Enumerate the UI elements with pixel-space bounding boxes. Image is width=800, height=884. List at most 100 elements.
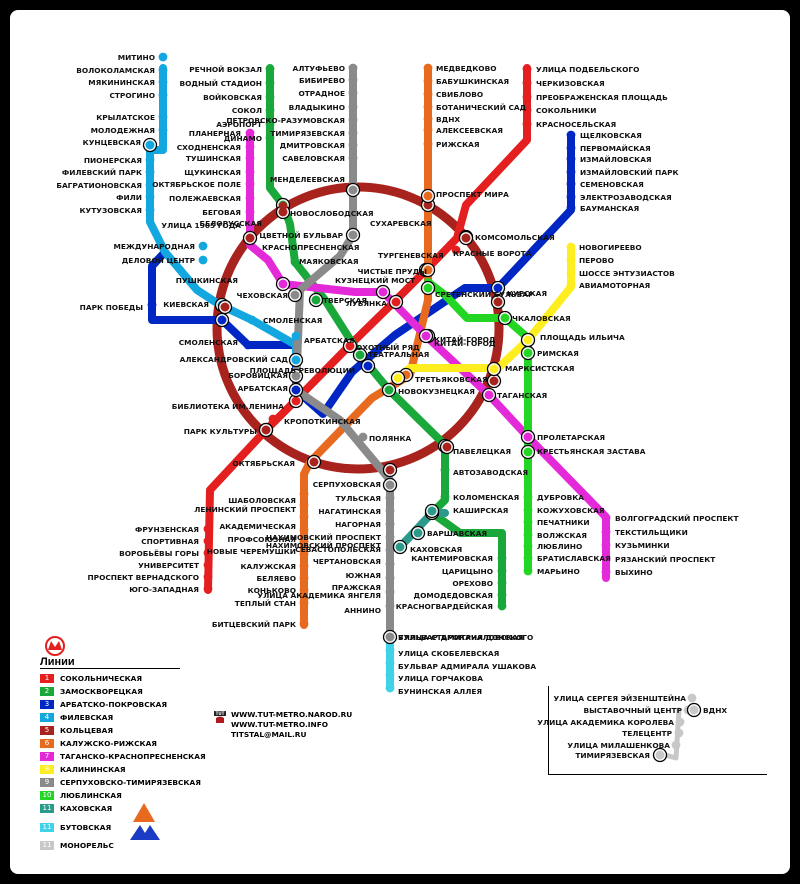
station-dot[interactable] bbox=[423, 251, 433, 261]
station-dot[interactable] bbox=[245, 207, 255, 217]
station-dot[interactable] bbox=[497, 578, 507, 588]
station-label[interactable]: ПЕЧАТНИКИ bbox=[537, 518, 590, 527]
station-dot[interactable] bbox=[158, 65, 168, 75]
station-label[interactable]: РЕЧНОЙ ВОКЗАЛ bbox=[189, 65, 262, 74]
station-dot[interactable] bbox=[601, 554, 611, 564]
station-label[interactable]: УЛИЦА АКАДЕМИКА ЯНГЕЛЯ bbox=[257, 591, 381, 600]
station-dot[interactable] bbox=[245, 167, 255, 177]
station-label[interactable]: АЭРОПОРТ bbox=[216, 120, 262, 129]
station-dot[interactable] bbox=[145, 167, 155, 177]
station-label[interactable]: КАНТЕМИРОВСКАЯ bbox=[411, 554, 493, 563]
station-dot[interactable] bbox=[385, 587, 395, 597]
station-dot[interactable] bbox=[423, 191, 433, 201]
station-dot[interactable] bbox=[198, 241, 208, 251]
station-dot[interactable] bbox=[291, 396, 301, 406]
station-dot[interactable] bbox=[355, 350, 365, 360]
station-dot[interactable] bbox=[395, 542, 405, 552]
station-dot[interactable] bbox=[348, 88, 358, 98]
station-label[interactable]: ВДНХ bbox=[436, 115, 460, 124]
station-label[interactable]: ПРОЛЕТАРСКАЯ bbox=[537, 433, 605, 442]
station-dot[interactable] bbox=[217, 315, 227, 325]
station-label[interactable]: РИМСКАЯ bbox=[537, 349, 579, 358]
station-label[interactable]: СРЕТЕНСКИЙ БУЛЬВАР bbox=[435, 290, 534, 299]
station-dot[interactable] bbox=[245, 220, 255, 230]
station-label[interactable]: ФИЛИ bbox=[116, 193, 142, 202]
station-label[interactable]: АЛЕКСАНДРОВСКИЙ САД bbox=[180, 355, 289, 364]
station-label[interactable]: ЦАРИЦЫНО bbox=[442, 567, 493, 576]
station-label[interactable]: ЧЕХОВСКАЯ bbox=[236, 291, 288, 300]
station-label[interactable]: БЕЛЯЕВО bbox=[257, 574, 296, 583]
station-dot[interactable] bbox=[299, 525, 309, 535]
station-label[interactable]: ПЛОЩАДЬ РЕВОЛЮЦИИ bbox=[250, 366, 355, 375]
station-dot[interactable] bbox=[566, 203, 576, 213]
station-dot[interactable] bbox=[299, 585, 309, 595]
station-dot[interactable] bbox=[385, 559, 395, 569]
station-dot[interactable] bbox=[385, 480, 395, 490]
station-dot[interactable] bbox=[440, 465, 450, 475]
station-label[interactable]: ТЕПЛЫЙ СТАН bbox=[235, 599, 296, 608]
monorail-station-label[interactable]: УЛИЦА МИЛАШЕНКОВА bbox=[567, 741, 670, 750]
station-label[interactable]: КУНЦЕВСКАЯ bbox=[83, 138, 142, 147]
station-label[interactable]: ЧКАЛОВСКАЯ bbox=[512, 314, 571, 323]
station-label[interactable]: ЛЮБЛИНО bbox=[537, 542, 582, 551]
station-label[interactable]: ВАРШАВСКАЯ bbox=[427, 529, 487, 538]
station-label[interactable]: КАШИРСКАЯ bbox=[453, 506, 509, 515]
station-dot[interactable] bbox=[265, 105, 275, 115]
station-dot[interactable] bbox=[385, 465, 395, 475]
station-label[interactable]: ВОЛЖСКАЯ bbox=[537, 531, 587, 540]
station-label[interactable]: ТЕАТРАЛЬНАЯ bbox=[368, 350, 430, 359]
station-label[interactable]: ДЕЛОВОЙ ЦЕНТР bbox=[122, 256, 196, 265]
station-dot[interactable] bbox=[299, 598, 309, 608]
station-dot[interactable] bbox=[421, 331, 431, 341]
station-dot[interactable] bbox=[522, 78, 532, 88]
station-dot[interactable] bbox=[290, 257, 300, 267]
station-label[interactable]: УЛИЦА СТАРОКАЧАЛОВСКАЯ bbox=[398, 633, 524, 642]
station-label[interactable]: ПРЕОБРАЖЕНСКАЯ ПЛОЩАДЬ bbox=[536, 93, 668, 102]
station-dot[interactable] bbox=[687, 693, 697, 703]
station-dot[interactable] bbox=[203, 524, 213, 534]
station-label[interactable]: БАБУШКИНСКАЯ bbox=[436, 77, 509, 86]
station-label[interactable]: МЯКИНИНСКАЯ bbox=[88, 78, 155, 87]
station-label[interactable]: БИТЦЕВСКИЙ ПАРК bbox=[212, 620, 296, 629]
station-label[interactable]: МАЯКОВСКАЯ bbox=[299, 257, 359, 266]
station-dot[interactable] bbox=[198, 255, 208, 265]
monorail-station-label[interactable]: УЛИЦА СЕРГЕЯ ЭЙЗЕНШТЕЙНА bbox=[554, 694, 687, 703]
station-dot[interactable] bbox=[497, 553, 507, 563]
station-dot[interactable] bbox=[523, 348, 533, 358]
station-label[interactable]: АРБАТСКАЯ bbox=[238, 384, 289, 393]
station-dot[interactable] bbox=[522, 105, 532, 115]
station-dot[interactable] bbox=[523, 566, 533, 576]
station-label[interactable]: ПЕРВОМАЙСКАЯ bbox=[580, 144, 651, 153]
station-dot[interactable] bbox=[268, 414, 278, 424]
station-dot[interactable] bbox=[203, 572, 213, 582]
station-label[interactable]: ВОДНЫЙ СТАДИОН bbox=[179, 79, 262, 88]
station-dot[interactable] bbox=[523, 517, 533, 527]
station-dot[interactable] bbox=[348, 128, 358, 138]
station-label[interactable]: УЛИЦА ГОРЧАКОВА bbox=[398, 674, 483, 683]
station-dot[interactable] bbox=[245, 142, 255, 152]
station-dot[interactable] bbox=[671, 740, 681, 750]
station-dot[interactable] bbox=[348, 140, 358, 150]
station-dot[interactable] bbox=[203, 560, 213, 570]
station-label[interactable]: АЛТУФЬЕВО bbox=[292, 64, 345, 73]
station-dot[interactable] bbox=[348, 63, 358, 73]
monorail-station-label[interactable]: ТИМИРЯЗЕВСКАЯ bbox=[575, 751, 650, 760]
station-label[interactable]: КИЕВСКАЯ bbox=[163, 300, 209, 309]
station-label[interactable]: СОКОЛ bbox=[232, 106, 262, 115]
station-dot[interactable] bbox=[423, 283, 433, 293]
station-label[interactable]: ТУРГЕНЕВСКАЯ bbox=[378, 251, 444, 260]
station-dot[interactable] bbox=[158, 112, 168, 122]
station-label[interactable]: МЕЖДУНАРОДНАЯ bbox=[113, 242, 195, 251]
station-dot[interactable] bbox=[393, 373, 403, 383]
station-dot[interactable] bbox=[423, 265, 433, 275]
station-dot[interactable] bbox=[245, 233, 255, 243]
station-label[interactable]: БОТАНИЧЕСКИЙ САД bbox=[436, 103, 527, 112]
station-label[interactable]: ДУБРОВКА bbox=[537, 493, 584, 502]
station-label[interactable]: БЕЛОРУССКАЯ bbox=[199, 219, 262, 228]
station-label[interactable]: СЕВАСТОПОЛЬСКАЯ bbox=[295, 545, 381, 554]
station-label[interactable]: ВЛАДЫКИНО bbox=[289, 103, 345, 112]
station-dot[interactable] bbox=[299, 561, 309, 571]
email-link[interactable]: TITSTAL@MAIL.RU bbox=[231, 730, 307, 739]
station-label[interactable]: АННИНО bbox=[344, 606, 381, 615]
station-label[interactable]: ДМИТРОВСКАЯ bbox=[280, 141, 346, 150]
